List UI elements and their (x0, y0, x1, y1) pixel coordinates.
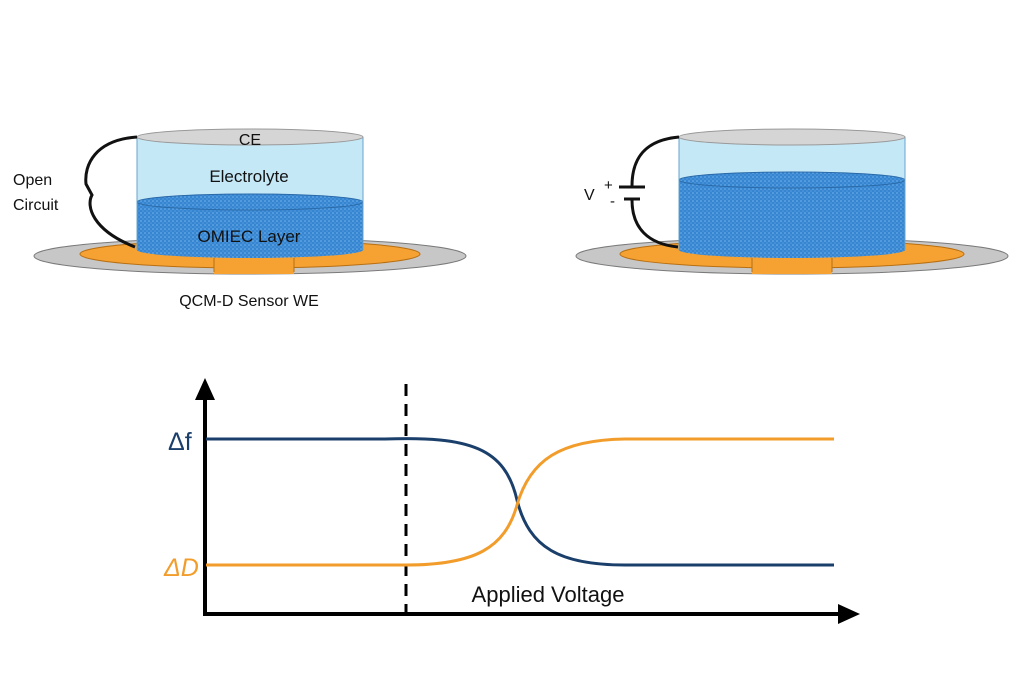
right-omiec-bottom (679, 242, 905, 258)
sensor-label: QCM-D Sensor WE (179, 293, 319, 310)
delta-d-label: ΔD (163, 554, 199, 582)
left-omiec-top (136, 193, 364, 211)
circuit-label: Circuit (13, 197, 59, 214)
applied-voltage-label: Applied Voltage (472, 582, 625, 607)
right-cylinder (678, 128, 906, 258)
right-cell: V + - (575, 128, 1009, 275)
voltage-label: V (584, 187, 595, 204)
minus-sign: - (610, 193, 615, 210)
left-cylinder (136, 128, 364, 258)
y-axis-arrowhead (195, 378, 215, 400)
right-circuit-wire-top (630, 135, 680, 187)
delta-d-curve (206, 437, 834, 567)
omiec-layer-label: OMIEC Layer (198, 227, 301, 246)
right-omiec-body (679, 180, 905, 250)
x-axis-arrowhead (838, 604, 860, 624)
delta-f-label: Δf (168, 428, 192, 456)
left-open-circuit-wire (84, 135, 138, 249)
delta-f-curve (206, 437, 834, 567)
response-graph: Δf ΔD Applied Voltage (163, 378, 860, 624)
right-ce-top (678, 128, 906, 146)
open-label: Open (13, 172, 52, 189)
electrolyte-label: Electrolyte (209, 167, 288, 186)
left-omiec-bottom (137, 242, 363, 258)
right-circuit-wire-bottom (630, 199, 679, 249)
plus-sign: + (604, 177, 613, 194)
right-electrode-tab (752, 258, 832, 274)
left-cell: CE Electrolyte OMIEC Layer Open Circuit … (13, 128, 467, 310)
right-omiec-top (678, 171, 906, 189)
ce-label: CE (239, 132, 261, 149)
